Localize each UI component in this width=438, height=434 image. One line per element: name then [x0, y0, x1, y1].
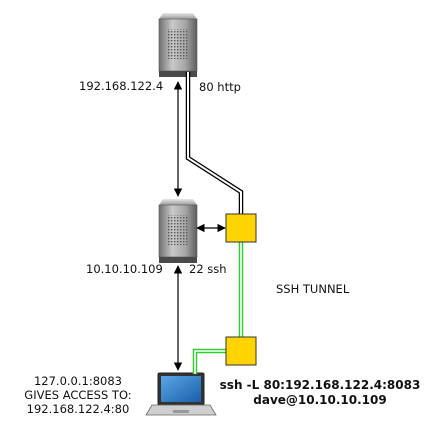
laptop-tunnel-line — [192, 348, 226, 374]
tunnel-end-remote — [225, 213, 257, 243]
ssh-port-label: 22 ssh — [189, 262, 227, 276]
tunnel-end-local — [225, 336, 257, 366]
gateway-server-icon — [158, 199, 198, 263]
http-port-label: 80 http — [199, 80, 241, 94]
laptop-local-address: 127.0.0.1:8083 — [34, 374, 122, 388]
gateway-server-ip: 10.10.10.109 — [86, 262, 163, 276]
laptop-target-address: 192.168.122.4:80 — [27, 402, 130, 416]
ssh-command-line2: dave@10.10.10.109 — [253, 393, 386, 407]
web-server-ip: 192.168.122.4 — [79, 79, 163, 93]
web-server-icon — [158, 13, 198, 77]
laptop-icon — [145, 372, 217, 416]
ssh-tunnel-label: SSH TUNNEL — [276, 282, 350, 296]
laptop-access-note: GIVES ACCESS TO: — [24, 388, 131, 402]
ssh-command-line1: ssh -L 80:192.168.122.4:8083 — [220, 378, 421, 392]
